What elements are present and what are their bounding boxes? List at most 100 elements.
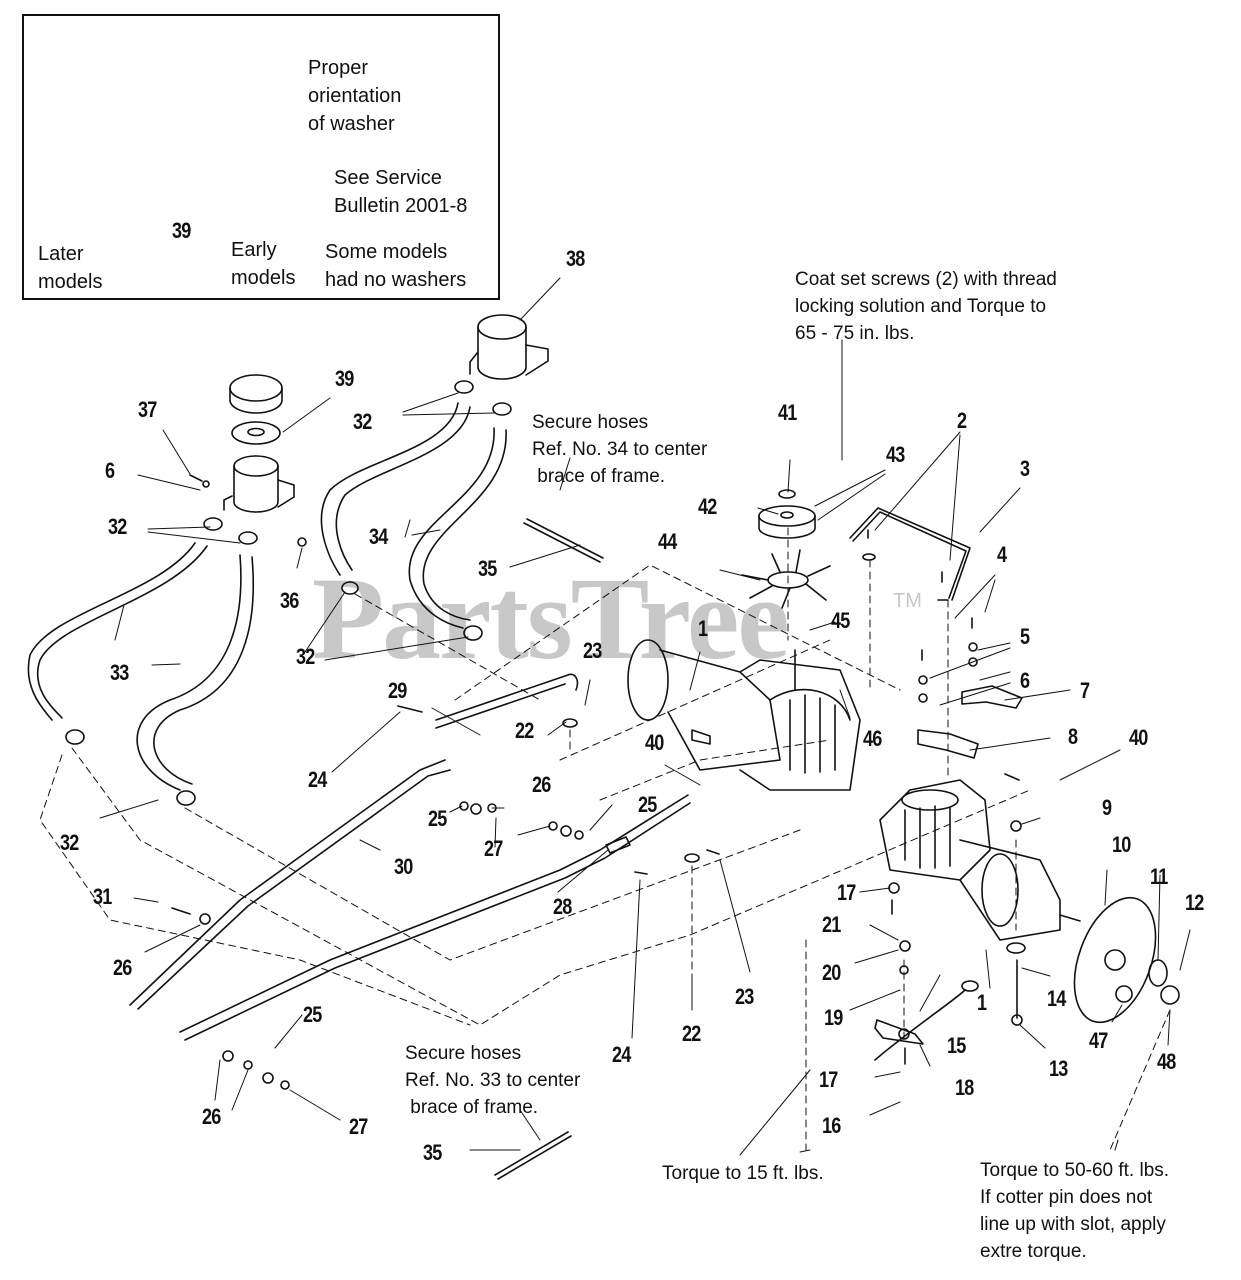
leader-lines <box>99 277 1191 1156</box>
callout-32[interactable]: 32 <box>353 409 372 434</box>
callout-35[interactable]: 35 <box>478 556 497 581</box>
inset-later-models-label: Later models <box>38 243 103 293</box>
secure-hoses-33-note: Secure hoses Ref. No. 33 to center brace… <box>405 1043 581 1118</box>
callout-20[interactable]: 20 <box>822 960 841 985</box>
control-rod-30 <box>129 759 691 1041</box>
callout-1[interactable]: 1 <box>977 990 987 1015</box>
inset-early-models-label: Early models <box>231 239 296 289</box>
callout-32[interactable]: 32 <box>60 830 79 855</box>
callout-6[interactable]: 6 <box>1020 668 1030 693</box>
callout-46[interactable]: 46 <box>863 726 882 751</box>
callout-43[interactable]: 43 <box>886 442 905 467</box>
inset-orientation-note: Proper orientation of washer <box>308 57 402 135</box>
callout-26[interactable]: 26 <box>532 772 551 797</box>
callout-29[interactable]: 29 <box>388 678 407 703</box>
callout-16[interactable]: 16 <box>822 1113 841 1138</box>
callout-45[interactable]: 45 <box>831 608 850 633</box>
callout-40[interactable]: 40 <box>1129 725 1148 750</box>
rod-15 <box>874 980 979 1061</box>
callout-36[interactable]: 36 <box>280 588 299 613</box>
callout-23[interactable]: 23 <box>735 984 754 1009</box>
callout-26[interactable]: 26 <box>202 1104 221 1129</box>
control-rod-29 <box>435 673 579 729</box>
callout-48[interactable]: 48 <box>1157 1049 1176 1074</box>
callout-27[interactable]: 27 <box>484 836 503 861</box>
callout-19[interactable]: 19 <box>824 1005 843 1030</box>
callout-25[interactable]: 25 <box>428 806 447 831</box>
callout-10[interactable]: 10 <box>1112 832 1131 857</box>
callout-47[interactable]: 47 <box>1089 1028 1108 1053</box>
reservoir-cap <box>229 374 283 414</box>
callout-40[interactable]: 40 <box>645 730 664 755</box>
callout-25[interactable]: 25 <box>638 792 657 817</box>
callout-3[interactable]: 3 <box>1020 456 1030 481</box>
axle-hub-10 <box>1073 896 1157 1024</box>
callout-37[interactable]: 37 <box>138 397 157 422</box>
callout-4[interactable]: 4 <box>997 542 1007 567</box>
callout-31[interactable]: 31 <box>93 884 112 909</box>
hose-33 <box>27 542 255 791</box>
bracket-7 <box>961 685 1023 709</box>
lug-nut-47 <box>1115 985 1133 1003</box>
callout-34[interactable]: 34 <box>369 524 388 549</box>
callout-12[interactable]: 12 <box>1185 890 1204 915</box>
washer-36 <box>297 537 307 547</box>
callout-11[interactable]: 11 <box>1150 864 1168 889</box>
callout-30[interactable]: 30 <box>394 854 413 879</box>
callout-23[interactable]: 23 <box>583 638 602 663</box>
set-screw-torque-note: Coat set screws (2) with thread locking … <box>795 269 1057 344</box>
inset-no-washers-note: Some models had no washers <box>325 241 467 291</box>
callout-32[interactable]: 32 <box>108 514 127 539</box>
callout-8[interactable]: 8 <box>1068 724 1078 749</box>
fitting-40 <box>691 729 711 745</box>
callout-27[interactable]: 27 <box>349 1114 368 1139</box>
hose-34 <box>320 402 507 629</box>
callout-39[interactable]: 39 <box>335 366 354 391</box>
callout-17[interactable]: 17 <box>837 880 856 905</box>
callout-18[interactable]: 18 <box>955 1075 974 1100</box>
torque-15-note: Torque to 15 ft. lbs. <box>662 1163 824 1184</box>
callout-28[interactable]: 28 <box>553 894 572 919</box>
callout-32[interactable]: 32 <box>296 644 315 669</box>
torque-50-60-note: Torque to 50-60 ft. lbs. If cotter pin d… <box>980 1160 1170 1262</box>
callout-41[interactable]: 41 <box>778 400 797 425</box>
callout-1[interactable]: 1 <box>698 616 708 641</box>
washer-orientation-inset <box>22 14 500 300</box>
transaxle-left <box>627 639 861 791</box>
spacer-14 <box>1006 942 1026 954</box>
rod-end-28 <box>605 836 631 854</box>
callout-42[interactable]: 42 <box>698 494 717 519</box>
callout-5[interactable]: 5 <box>1020 624 1030 649</box>
bar-3 <box>849 507 971 601</box>
screw-37 <box>189 474 210 488</box>
washer-11 <box>1148 959 1168 987</box>
callout-44[interactable]: 44 <box>658 529 677 554</box>
reservoir-left <box>223 455 295 513</box>
callout-22[interactable]: 22 <box>515 718 534 743</box>
assembly-guide-lines <box>39 527 1171 1151</box>
callout-13[interactable]: 13 <box>1049 1056 1068 1081</box>
callout-24[interactable]: 24 <box>308 767 327 792</box>
partstree-watermark: PartsTree <box>312 553 790 684</box>
retaining-ring-41 <box>778 489 796 499</box>
trademark-symbol: TM <box>893 590 922 612</box>
reservoir-washer <box>231 421 281 445</box>
callout-25[interactable]: 25 <box>303 1002 322 1027</box>
callout-6[interactable]: 6 <box>105 458 115 483</box>
callout-15[interactable]: 15 <box>947 1033 966 1058</box>
callout-26[interactable]: 26 <box>113 955 132 980</box>
callout-2[interactable]: 2 <box>957 408 967 433</box>
inset-bulletin-note: See Service Bulletin 2001-8 <box>334 167 468 217</box>
callout-38[interactable]: 38 <box>566 246 585 271</box>
callout-14[interactable]: 14 <box>1047 986 1066 1011</box>
callout-7[interactable]: 7 <box>1080 678 1090 703</box>
callout-21[interactable]: 21 <box>822 912 841 937</box>
inset-callout-39[interactable]: 39 <box>172 218 191 243</box>
callout-17[interactable]: 17 <box>819 1067 838 1092</box>
callout-9[interactable]: 9 <box>1102 795 1112 820</box>
callout-33[interactable]: 33 <box>110 660 129 685</box>
callout-22[interactable]: 22 <box>682 1021 701 1046</box>
secure-hoses-34-note: Secure hoses Ref. No. 34 to center brace… <box>532 412 708 487</box>
callout-24[interactable]: 24 <box>612 1042 631 1067</box>
callout-35[interactable]: 35 <box>423 1140 442 1165</box>
